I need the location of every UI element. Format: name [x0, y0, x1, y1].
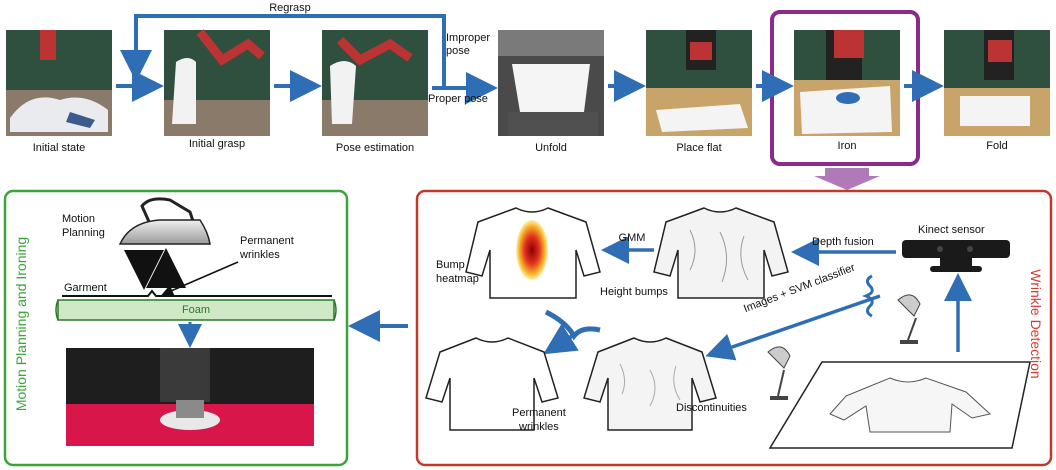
- step-label-initial-grasp: Initial grasp: [188, 138, 246, 150]
- photo-pose-estimation: [322, 30, 428, 136]
- lamp-1: [897, 294, 921, 344]
- split-arrow: [544, 309, 601, 341]
- proper-pose-label: Proper pose: [428, 93, 488, 105]
- photo-unfold: [498, 30, 604, 136]
- wrinkle-panel-border: [415, 189, 1053, 467]
- lamp-2: [767, 346, 791, 400]
- depth-fusion-label: Depth fusion: [812, 236, 874, 248]
- photo-initial-state: [6, 30, 112, 136]
- kinect-sensor-label: Kinect sensor: [918, 224, 985, 236]
- motion-panel-border: [3, 189, 349, 467]
- wrinkle-panel-title: Wrinkle Detection: [1028, 269, 1044, 379]
- step-label-initial-state: Initial state: [32, 142, 86, 154]
- regrasp-label: Regrasp: [269, 2, 311, 14]
- step-label-fold: Fold: [986, 140, 1008, 152]
- garment-label: Garment: [64, 282, 107, 294]
- ironing-photo: [66, 348, 314, 446]
- photo-iron: [794, 30, 900, 136]
- permanent-wrinkles-pointer: [161, 261, 239, 296]
- photo-place-flat: [646, 30, 752, 136]
- iron-down-arrow: [814, 168, 880, 190]
- step-label-iron: Iron: [837, 140, 857, 152]
- table-shirt: [768, 361, 1031, 449]
- photo-fold: [944, 30, 1050, 136]
- curly-brace: [861, 274, 874, 318]
- shirt-discontinuities: [583, 337, 717, 431]
- step-label-unfold: Unfold: [535, 142, 567, 154]
- foam-label: Foam: [181, 304, 211, 316]
- foam-bar: [57, 299, 335, 321]
- regrasp-arrow: [120, 14, 446, 90]
- motion-planning-label: Motion Planning: [62, 213, 105, 239]
- bump-heatmap-label: Bump heatmap: [436, 259, 479, 285]
- improper-pose-label: Improper pose: [446, 32, 491, 57]
- shirt-permanent: [425, 337, 559, 431]
- kinect-sensor: [902, 240, 1010, 272]
- iron-drawing: [118, 197, 211, 245]
- garment-line: [62, 289, 332, 297]
- discontinuities-label: Discontinuities: [676, 402, 747, 414]
- height-bumps-label: Height bumps: [600, 286, 668, 298]
- permanent-wrinkles-label: Permanent wrinkles: [240, 235, 294, 261]
- gmm-label: GMM: [618, 232, 646, 244]
- step-label-place-flat: Place flat: [676, 142, 722, 154]
- permanent-wrinkles-shirt-label: Permanent wrinkles: [512, 407, 566, 433]
- motion-panel-title: Motion Planning and Ironing: [13, 236, 29, 412]
- photo-initial-grasp: [164, 29, 270, 136]
- step-label-pose-estimation: Pose estimation: [335, 142, 415, 154]
- motion-arrows: [124, 248, 186, 290]
- images-svm-arrow: [705, 294, 881, 361]
- shirt-heatmap: [465, 207, 601, 299]
- shirt-height-bumps: [653, 207, 789, 299]
